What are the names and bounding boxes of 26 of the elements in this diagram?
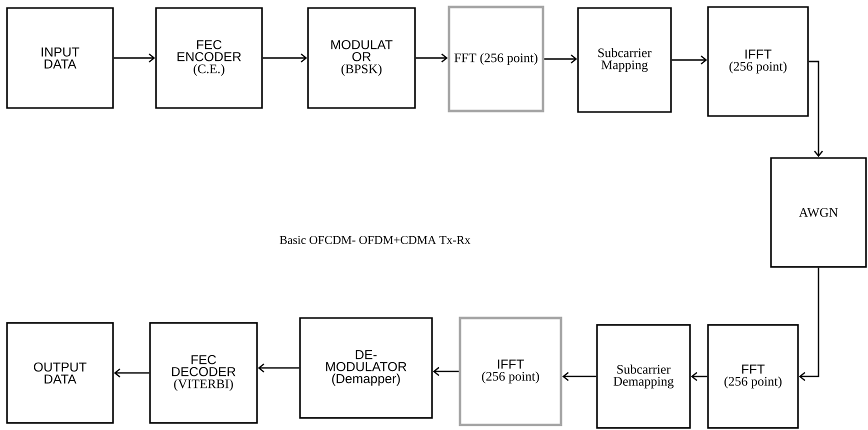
arrow: [258, 363, 300, 373]
process-box: FEC DECODER (VITERBI): [149, 322, 258, 424]
arrow: [808, 60, 824, 158]
arrow: [562, 372, 596, 382]
process-box: FFT (256 point): [448, 6, 544, 112]
process-box: Subcarrier Mapping: [577, 7, 672, 113]
process-box: IFFT (256 point): [707, 6, 809, 117]
process-box: OUTPUT DATA: [6, 322, 114, 424]
arrow: [672, 55, 708, 65]
process-box: FEC ENCODER (C.E.): [155, 7, 263, 109]
arrow: [262, 53, 308, 63]
process-box: DE- MODULATOR (Demapper): [299, 317, 433, 419]
arrow: [798, 268, 820, 382]
arrow: [544, 54, 578, 64]
process-box: FFT (256 point): [707, 324, 799, 429]
arrow: [432, 366, 459, 376]
arrow: [690, 372, 708, 382]
arrow: [114, 53, 156, 63]
process-box: AWGN: [770, 157, 867, 268]
arrow: [416, 53, 448, 63]
arrow: [114, 368, 150, 378]
process-box: INPUT DATA: [6, 7, 114, 109]
process-box: IFFT (256 point): [458, 316, 562, 426]
diagram-caption: Basic OFCDM- OFDM+CDMA Tx-Rx: [280, 236, 470, 244]
process-box: MODULAT OR (BPSK): [307, 7, 416, 109]
process-box: Subcarrier Demapping: [596, 324, 691, 429]
